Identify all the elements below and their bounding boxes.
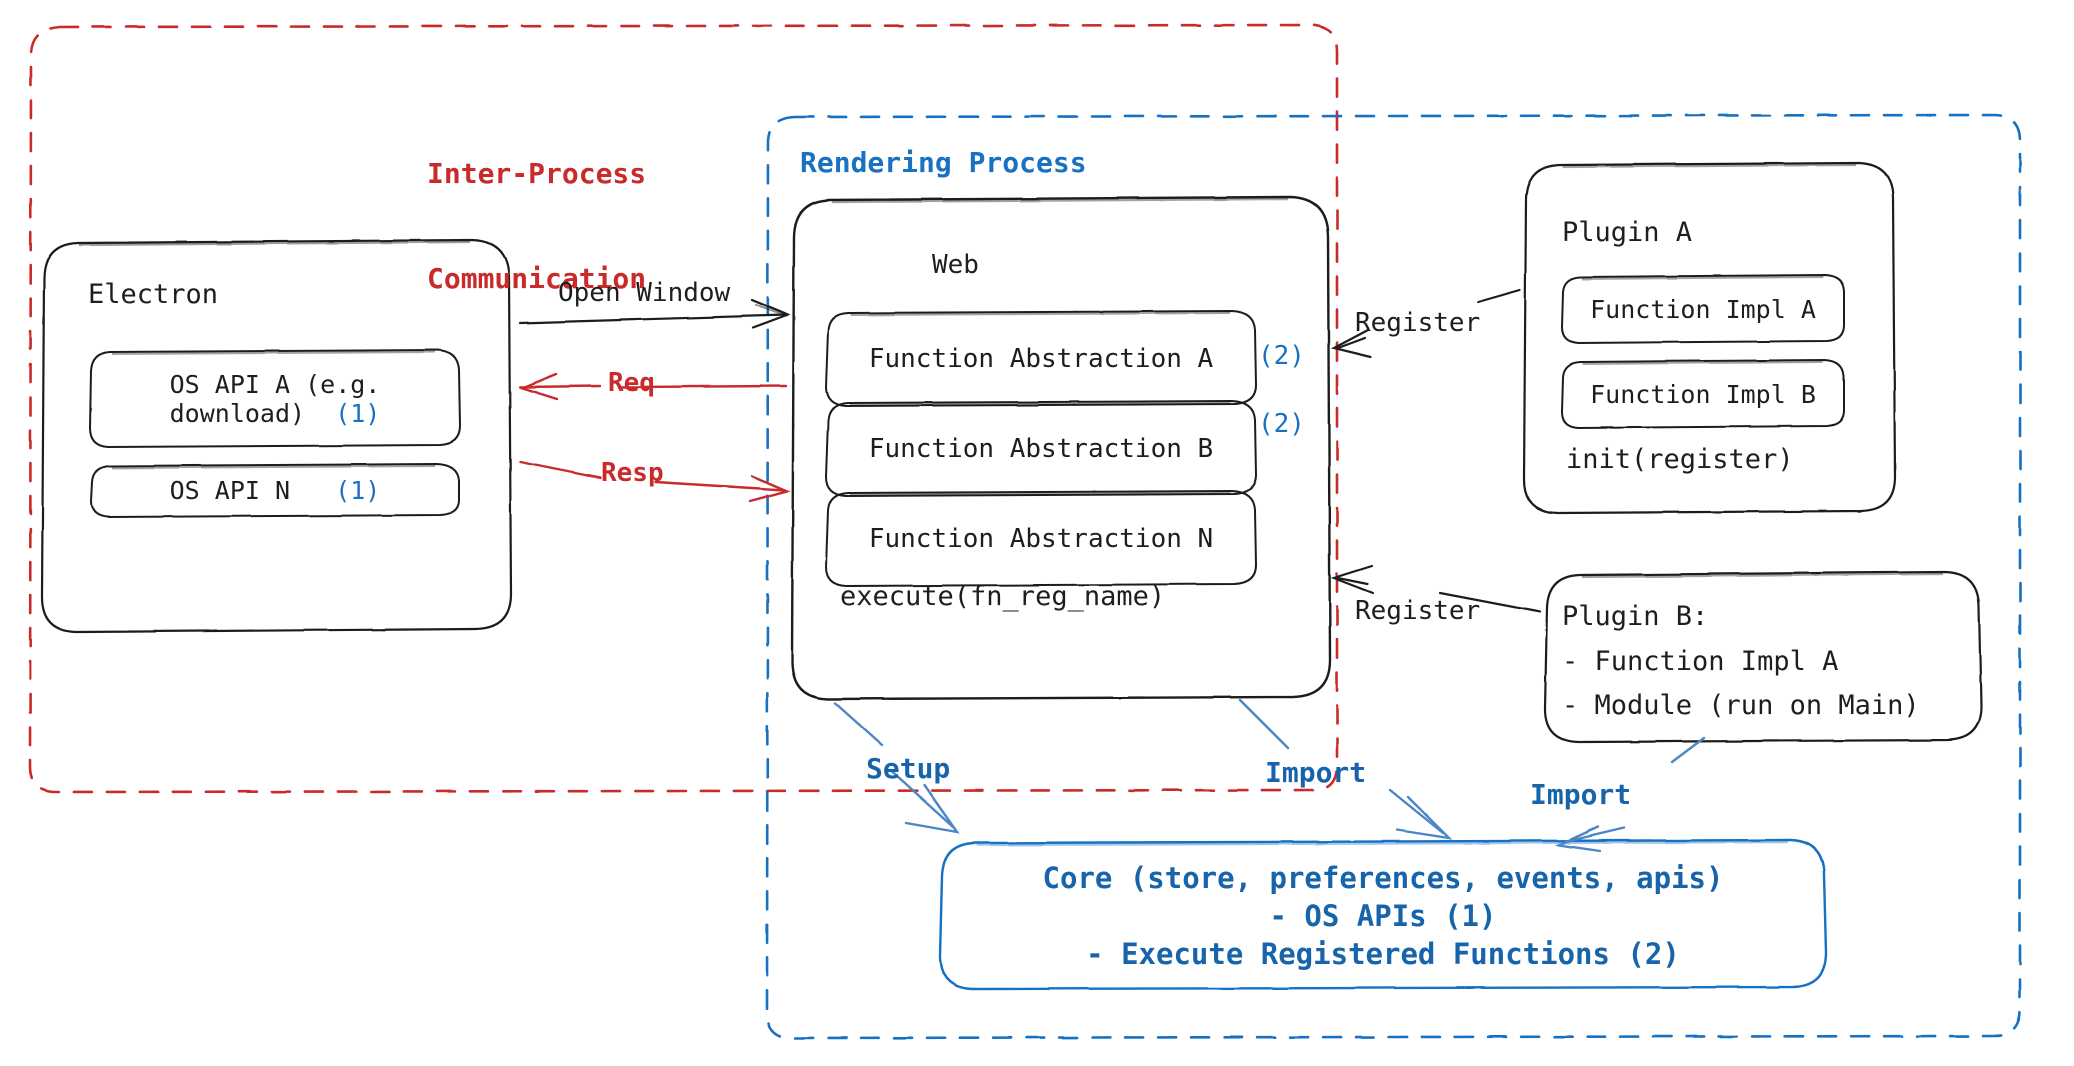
region-ipc-label-line1: Inter-Process [427,157,647,190]
box-core[interactable]: Core (store, preferences, events, apis) … [940,843,1826,989]
arrow-import-plugin-b-label: Import [1530,778,1632,811]
box-plugin-b-title: Plugin B: [1562,601,1709,632]
fn-abstraction-a-note: (2) [1258,341,1305,371]
box-electron-title: Electron [88,279,219,310]
box-fn-abstraction-n[interactable]: Function Abstraction N [826,491,1256,586]
region-ipc-label: Inter-Process Communication [427,86,646,366]
box-web-title: Web [932,250,979,280]
box-core-line-3: - Execute Registered Functions (2) [1086,937,1680,972]
box-fn-abstraction-a[interactable]: Function Abstraction A [826,311,1256,406]
box-os-api-n[interactable]: OS API N (1) [91,464,459,517]
box-core-line-1: Core (store, preferences, events, apis) [1042,860,1724,895]
fn-abstraction-a-label: Function Abstraction A [868,343,1214,374]
os-api-a-note: (1) [335,398,381,428]
arrow-register-plugin-a-label: Register [1355,308,1481,338]
region-ipc-label-line2: Communication [427,262,647,295]
box-plugin-a-footer: init(register) [1566,444,1794,475]
box-fn-impl-b[interactable]: Function Impl B [1562,360,1844,428]
os-api-a-line2: download) [169,398,306,428]
box-core-line-2: - OS APIs (1) [1269,898,1497,933]
box-fn-abstraction-b[interactable]: Function Abstraction B [826,401,1256,496]
arrow-resp-label: Resp [601,458,664,488]
os-api-n-note: (1) [335,476,381,505]
fn-impl-b-label: Function Impl B [1590,379,1816,409]
box-fn-impl-a[interactable]: Function Impl A [1562,275,1844,343]
box-os-api-a[interactable]: OS API A (e.g. download) (1) [90,350,460,447]
arrow-register-plugin-b-label: Register [1355,596,1481,626]
arrow-setup-label: Setup [866,752,951,785]
os-api-a-line1: OS API A (e.g. [169,369,381,399]
box-plugin-b-line-1: - Function Impl A [1562,646,1839,677]
box-plugin-b-line-2: - Module (run on Main) [1562,690,1920,721]
os-api-n-label: OS API N [169,476,291,505]
fn-abstraction-n-label: Function Abstraction N [868,523,1214,554]
region-rendering-label: Rendering Process [800,146,1087,179]
fn-abstraction-b-note: (2) [1258,409,1305,439]
arrow-open-window-label: Open Window [558,278,731,308]
arrow-import-web-label: Import [1265,756,1367,789]
fn-impl-a-label: Function Impl A [1590,294,1816,324]
box-web-footer: execute(fn_reg_name) [840,581,1166,612]
fn-abstraction-b-label: Function Abstraction B [868,433,1214,464]
arrow-req-label: Req [608,368,655,398]
box-plugin-a-title: Plugin A [1562,217,1693,248]
